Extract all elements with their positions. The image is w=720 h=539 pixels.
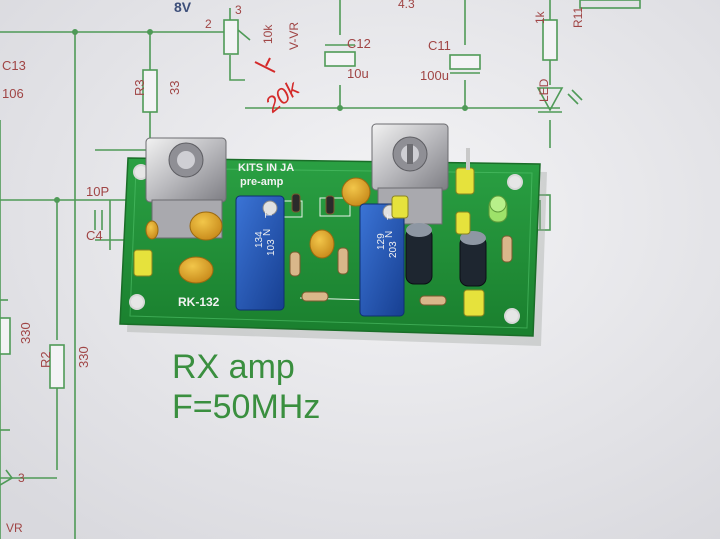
r2-name-label: R2 [38,351,53,368]
resistors [289,193,513,306]
pot-wiper-arrow [237,29,251,41]
r3-resistor-symbol [142,69,158,113]
trimmer-pot-left: 134 T N 103 [235,195,285,311]
led-symbol [536,87,564,112]
r2-resistor-symbol [49,344,65,389]
trimmer-right-mark: N [384,231,395,238]
c12-capacitor-symbol [324,51,356,67]
board-part-number: RK-132 [178,295,220,309]
left-value-label: 330 [18,322,33,344]
c4-name-label: C4 [86,228,103,243]
mounting-hole [507,174,523,190]
pot-value-label: 10k [261,24,275,44]
c13-value-label: 106 [2,86,24,101]
caption-line-1: RX amp [172,348,295,386]
pot-pin-2-label: 2 [205,17,212,31]
r11-resistor-symbol [542,19,558,61]
rf-coil-right [371,123,449,225]
r11-name-label: R11 [571,7,585,28]
test-pins [133,167,485,317]
pot-name-bottom-label: VR [6,521,23,535]
c11-name-label: C11 [428,38,451,53]
trimmer-left-value: 103 [266,239,277,256]
trimmer-right-type: T [386,214,397,220]
c13-name-label: C13 [2,58,26,73]
schematic-drawing [0,0,560,539]
pin-3-bottom-label: 3 [18,471,25,485]
r3-name-label: R3 [132,79,147,96]
handwritten-mark [254,57,276,73]
r11-value-label: 1k [533,10,547,24]
trimmer-left-code: 134 [254,231,265,248]
trimmer-left-type: T [264,212,275,218]
pot-pin-3-label: 3 [235,3,242,17]
caption-line-2: F=50MHz [172,388,321,426]
c4-value-label: 10P [86,184,109,199]
trimmer-right-code: 129 [376,233,387,250]
trimmer-right-value: 203 [388,241,399,258]
voltage-label: 8V [174,0,192,15]
pcb-board: KITS IN JA pre-amp RK-132 [119,123,541,337]
pot-name-label: V-VR [287,22,301,50]
c12-value-label: 10u [347,66,369,81]
left-resistor-symbol [0,317,11,355]
r2-value-label: 330 [76,346,91,368]
mounting-hole [129,294,145,310]
board-maker-label: KITS IN JA [238,162,294,174]
trimmer-pot-right: 129 T N 203 [359,203,405,317]
c11-value-label: 100u [420,68,449,83]
trimmer-left-mark: N [262,229,273,236]
led-indicator [488,195,508,223]
led-label: LED [537,78,551,102]
c11-capacitor-symbol [449,54,481,70]
top-value-label: 4.3 [398,0,415,11]
schematic-components [0,0,641,486]
pot-symbol [223,19,239,55]
r3-value-label: 33 [167,81,182,95]
mounting-hole [504,308,520,324]
c12-name-label: C12 [347,36,371,51]
board-module-label: pre-amp [240,176,284,188]
